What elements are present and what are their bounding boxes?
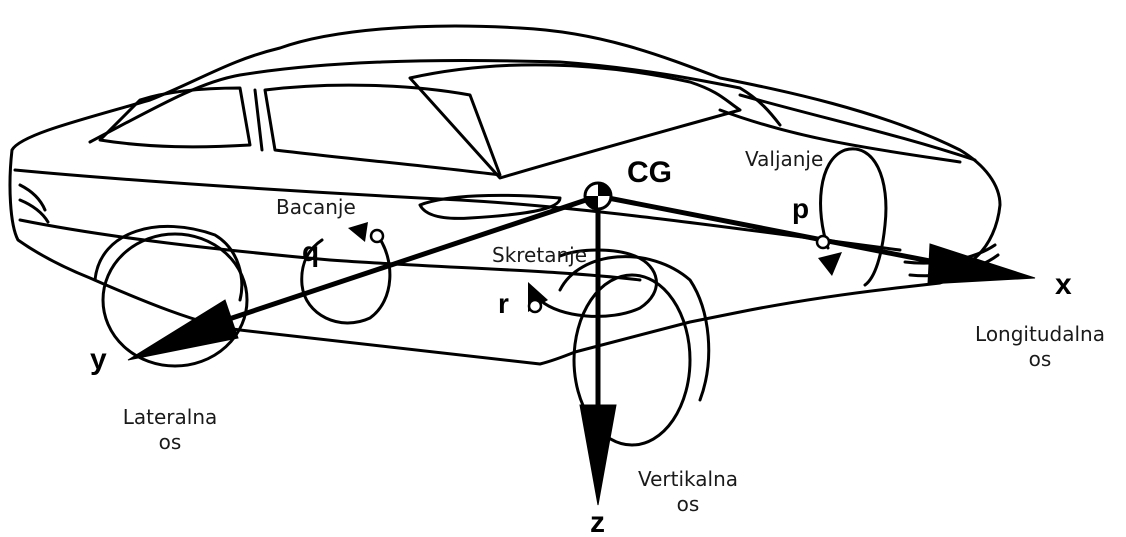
longitudinal-axis-label: Longitudalna os: [960, 322, 1120, 372]
longitudinal-axis-label-line2: os: [960, 347, 1120, 372]
pitch-rate-symbol: q: [302, 238, 319, 266]
yaw-label: Skretanje: [492, 243, 587, 268]
lateral-axis-label: Lateralna os: [100, 405, 240, 455]
roll-rate-symbol: p: [792, 195, 809, 223]
b-pillar: [255, 90, 262, 150]
vertical-axis-label-line1: Vertikalna: [618, 467, 758, 492]
yaw-pivot: [529, 300, 541, 312]
tail-light-2: [20, 200, 48, 222]
vertical-axis-label-line2: os: [618, 492, 758, 517]
cg-marker: [585, 183, 611, 209]
pitch-label: Bacanje: [276, 195, 356, 220]
cg-label: CG: [627, 158, 672, 188]
roll-arrowhead: [818, 252, 842, 276]
x-axis-symbol: x: [1055, 270, 1072, 300]
pitch-arrowhead: [348, 222, 368, 242]
roll-label: Valjanje: [745, 147, 823, 172]
y-axis-symbol: y: [90, 345, 107, 375]
yaw-rate-symbol: r: [498, 290, 509, 318]
lateral-axis-label-line2: os: [100, 430, 240, 455]
longitudinal-axis-label-line1: Longitudalna: [960, 322, 1120, 347]
z-axis-symbol: z: [590, 508, 605, 537]
vertical-axis-label: Vertikalna os: [618, 467, 758, 517]
z-axis-arrowhead: [580, 405, 616, 505]
side-window: [265, 85, 500, 175]
pitch-pivot: [371, 230, 383, 242]
roll-pivot: [817, 236, 829, 248]
windshield: [410, 65, 740, 178]
lateral-axis-label-line1: Lateralna: [100, 405, 240, 430]
